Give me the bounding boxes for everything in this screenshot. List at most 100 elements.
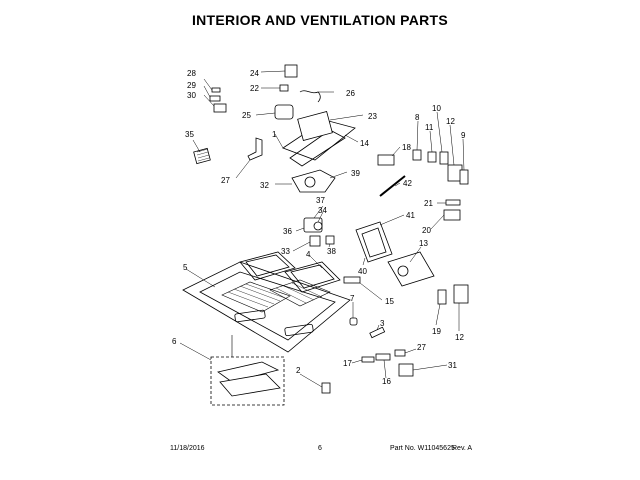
callout-38: 38 [327, 247, 336, 256]
callout-36: 36 [283, 227, 292, 236]
callout-33: 33 [281, 247, 290, 256]
vent-slot [234, 309, 266, 323]
part-3 [369, 326, 386, 339]
callout-42: 42 [403, 179, 412, 188]
connector-15 [343, 276, 361, 284]
footer-date: 11/18/2016 [170, 445, 205, 452]
part-22 [279, 84, 289, 92]
control-board [387, 251, 435, 287]
wire-harness [299, 90, 321, 103]
callout-15: 15 [385, 297, 394, 306]
fan-assembly [291, 169, 336, 193]
callout-41: 41 [406, 211, 415, 220]
charcoal-filter-left [239, 251, 296, 281]
callout-37: 37 [316, 196, 325, 205]
callout-24: 24 [250, 69, 259, 78]
footer-page: 6 [318, 445, 322, 452]
callout-4: 4 [306, 250, 311, 259]
callout-35: 35 [185, 130, 194, 139]
callout-25: 25 [242, 111, 251, 120]
callout-labels: 28 29 30 24 22 26 25 23 1 14 35 27 32 39… [172, 69, 466, 386]
callout-1: 1 [272, 130, 277, 139]
switch-8 [412, 149, 422, 161]
filter-part [217, 361, 280, 383]
callout-16: 16 [382, 377, 391, 386]
part-27-lower [394, 349, 406, 357]
callout-21: 21 [424, 199, 433, 208]
callout-30: 30 [187, 91, 196, 100]
callout-3: 3 [380, 319, 385, 328]
callout-20: 20 [422, 226, 431, 235]
capacitor [274, 104, 294, 120]
rod [379, 175, 406, 197]
grille [193, 147, 211, 165]
callout-2: 2 [296, 366, 301, 375]
callout-13: 13 [419, 239, 428, 248]
charcoal-filter-left-inner [245, 254, 290, 277]
part-21 [445, 199, 461, 206]
motor-part-38 [325, 235, 335, 245]
callout-26: 26 [346, 89, 355, 98]
callout-14: 14 [360, 139, 369, 148]
callout-34: 34 [318, 206, 327, 215]
callout-32: 32 [260, 181, 269, 190]
callout-22: 22 [250, 84, 259, 93]
part-20 [443, 209, 461, 221]
vent-housing-rail [289, 129, 346, 167]
damper-frame [355, 221, 393, 263]
footer-part-no: Part No. W11045625 [390, 445, 455, 452]
blower-motor [297, 111, 333, 141]
callout-10: 10 [432, 104, 441, 113]
page-title: INTERIOR AND VENTILATION PARTS [191, 12, 449, 28]
callout-9: 9 [461, 131, 466, 140]
charcoal-filter-right-inner [290, 264, 335, 289]
callout-6: 6 [172, 337, 177, 346]
cavity-bottom-plate [182, 261, 351, 353]
part-7 [349, 317, 358, 326]
callout-31: 31 [448, 361, 457, 370]
callout-7: 7 [350, 294, 355, 303]
callout-39: 39 [351, 169, 360, 178]
vent-slot [284, 323, 314, 337]
part-18 [377, 154, 395, 166]
clip-29 [209, 95, 221, 102]
callout-5: 5 [183, 263, 188, 272]
callout-11: 11 [425, 123, 434, 132]
grease-filter-grid-right [269, 279, 331, 307]
charcoal-filter-right [284, 261, 341, 293]
footer-rev: Rev. A [452, 445, 473, 452]
vertical-bracket [247, 137, 263, 161]
switch-11 [427, 151, 437, 163]
callout-28: 28 [187, 69, 196, 78]
callout-18: 18 [402, 143, 411, 152]
motor-part-33 [309, 235, 321, 247]
callout-23: 23 [368, 112, 377, 121]
switch-9 [459, 169, 469, 185]
callout-17: 17 [343, 359, 352, 368]
cavity-bottom-inner [199, 271, 336, 341]
filter-part [219, 373, 281, 397]
board-component [397, 265, 409, 277]
clip-30 [213, 103, 227, 113]
part-16 [375, 353, 391, 361]
switch-19 [437, 289, 447, 305]
clip-28 [211, 87, 221, 93]
part-17 [361, 356, 375, 363]
switch-10 [439, 151, 449, 165]
callout-8: 8 [415, 113, 420, 122]
screw-2 [321, 382, 331, 394]
callout-27: 27 [221, 176, 230, 185]
callout-19: 19 [432, 327, 441, 336]
damper-frame-inner [361, 227, 387, 258]
part-24 [284, 64, 298, 78]
callout-27b: 27 [417, 343, 426, 352]
switch-12-lower [453, 284, 469, 304]
callout-29: 29 [187, 81, 196, 90]
callout-12: 12 [446, 117, 455, 126]
part-31 [398, 363, 414, 377]
fan-hub [304, 176, 316, 188]
callout-12b: 12 [455, 333, 464, 342]
callout-40: 40 [358, 267, 367, 276]
filter-dashed-box [210, 356, 285, 406]
